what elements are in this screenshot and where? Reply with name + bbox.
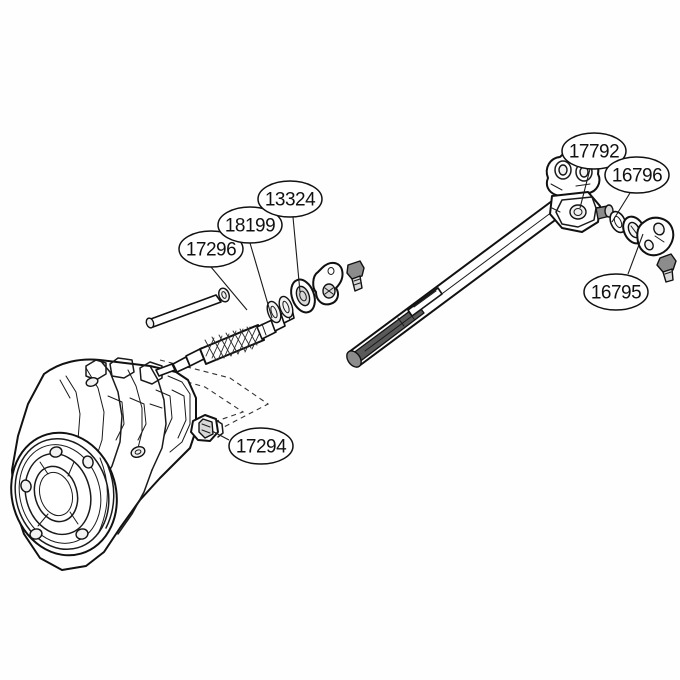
cover-bolt	[656, 253, 677, 283]
housing-flange	[10, 431, 118, 557]
oval-cover-plate	[636, 216, 675, 257]
callout-bubble[interactable]	[583, 273, 649, 311]
pin-rod	[145, 287, 230, 329]
callout-number: 17294	[236, 437, 287, 458]
callout-16795[interactable]: 16795	[583, 273, 649, 311]
retainer-bolt	[346, 260, 365, 292]
callout-bubble[interactable]	[178, 230, 244, 268]
hex-plug	[190, 414, 224, 442]
leader-17296	[210, 266, 248, 311]
leader-13324	[292, 216, 301, 293]
callout-number: 17296	[186, 240, 236, 261]
callout-leaders	[210, 168, 644, 441]
callout-number: 17792	[569, 142, 619, 163]
callout-bubble[interactable]	[217, 206, 283, 244]
callout-bubble[interactable]	[257, 180, 323, 218]
callout-17296[interactable]: 17296	[178, 230, 244, 268]
callout-number: 16795	[591, 283, 641, 304]
callout-number: 18199	[225, 216, 275, 237]
callout-17792[interactable]: 17792	[561, 132, 627, 170]
callout-13324[interactable]: 13324	[257, 180, 323, 218]
callout-16796[interactable]: 16796	[604, 156, 670, 194]
steering-shaft	[346, 197, 567, 368]
callout-bubble[interactable]	[561, 132, 627, 170]
callout-number: 16796	[612, 166, 662, 187]
callout-18199[interactable]: 18199	[217, 206, 283, 244]
callout-number: 13324	[265, 190, 316, 211]
bushing-stack	[609, 210, 646, 245]
leader-18199	[249, 242, 273, 319]
bearing-washer-stack	[266, 278, 316, 324]
retainer-plate	[312, 262, 344, 306]
leader-17294	[211, 430, 230, 441]
leader-17792	[579, 168, 591, 209]
callout-bubble[interactable]	[228, 427, 294, 465]
callout-bubble[interactable]	[604, 156, 670, 194]
leader-16796	[611, 192, 631, 223]
gearbox-housing	[10, 357, 197, 571]
leader-16795	[627, 233, 644, 275]
callout-17294[interactable]: 17294	[228, 427, 294, 465]
worm-thread-hatch	[204, 326, 262, 361]
